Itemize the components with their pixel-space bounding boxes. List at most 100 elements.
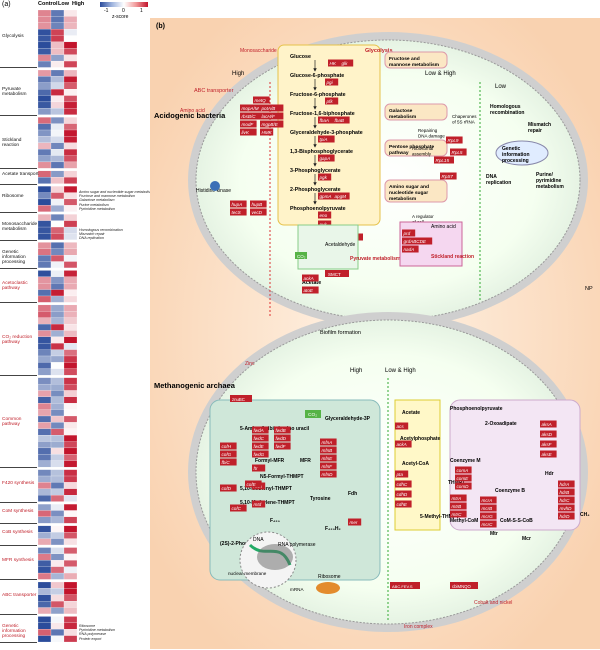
- heatmap-cell: [38, 422, 52, 429]
- heatmap-cell: [38, 261, 52, 269]
- heatmap-cell: [63, 390, 78, 397]
- heatmap-cell: [63, 108, 78, 115]
- heatmap-cell: [38, 504, 52, 511]
- heatmap-cell: [63, 220, 78, 228]
- methanogen-gene: cofG: [222, 452, 232, 457]
- heatmap-cell: [38, 415, 52, 423]
- side-pathway-label: mannose metabolism: [389, 62, 440, 68]
- color-bar: [100, 2, 148, 7]
- ribosome-note: DNA damage: [418, 134, 445, 139]
- heatmap-cell: [50, 136, 65, 143]
- methanogen-gene-badge: [480, 512, 497, 520]
- methanogen-gene: fwdB: [276, 428, 286, 433]
- heatmap-cell: [38, 635, 52, 643]
- heatmap-cell: [50, 226, 65, 234]
- heatmap-cell: [50, 495, 65, 502]
- methanogen-metabolite: Coenzyme M: [450, 458, 481, 464]
- genetic-label: repair: [528, 128, 542, 134]
- heatmap-cell: [63, 48, 78, 55]
- heatmap-cell: [50, 349, 65, 357]
- heatmap-cell: [38, 129, 52, 137]
- heatmap-cell: [50, 149, 65, 156]
- heatmap-cell: [50, 214, 65, 221]
- heatmap-cell: [50, 54, 65, 62]
- heatmap-cell: [38, 516, 52, 524]
- glycolysis-metabolite: Glucose-6-phosphate: [290, 73, 344, 79]
- heatmap-cell: [38, 108, 52, 115]
- section-lowhigh-top: Low & High: [425, 71, 456, 77]
- ribosome-note: Ribosomal: [412, 146, 433, 151]
- heatmap-cell: [50, 41, 65, 49]
- heatmap-cell: [63, 510, 78, 517]
- methanogen-gene: fwdF: [276, 444, 287, 449]
- methanogen-gene-badge: [540, 420, 557, 428]
- heatmap-group-label: Acetoclastic pathway: [2, 281, 28, 292]
- heatmap-cell: [63, 355, 78, 363]
- methanogen-gene: fwdG: [254, 452, 265, 457]
- acka-gene-badge: [302, 274, 319, 282]
- methanogen-gene: aksD: [542, 432, 553, 437]
- heatmap-cell: [63, 129, 78, 137]
- heatmap-cell: [50, 601, 65, 608]
- methanogen-gene: aksA: [542, 422, 552, 427]
- section-high-bottom: High: [350, 368, 362, 374]
- methanogen-gene: hdrA: [560, 482, 570, 487]
- methanogen-gene: aksF: [542, 442, 553, 447]
- methanogen-gene-badge: [320, 438, 337, 446]
- heatmap-cell: [38, 390, 52, 397]
- glyco-enzyme-badge: [318, 173, 332, 181]
- heatmap-cell: [50, 101, 65, 109]
- panel-a-label: (a): [2, 1, 11, 8]
- rib-gene: RpL15: [436, 158, 450, 163]
- heatmap-cell: [63, 330, 78, 337]
- side-pathway-box: [384, 139, 448, 157]
- heatmap-cell: [63, 289, 78, 297]
- methanogen-gene-badge: [455, 466, 472, 474]
- heatmap-cell: [38, 220, 52, 228]
- rib-gene: RpS7: [442, 174, 454, 179]
- heatmap-cell: [38, 289, 52, 297]
- zscore-label: z-score: [112, 14, 129, 20]
- methanogen-gene-badge: [252, 434, 269, 442]
- heatmap-cell: [63, 447, 78, 455]
- heatmap-cell: [63, 276, 78, 284]
- heatmap-cell: [50, 192, 65, 200]
- heatmap-cell: [50, 560, 65, 567]
- heatmap-cell: [38, 435, 52, 442]
- hk-gene-badge: [250, 208, 267, 216]
- heatmap-row-label: Amino sugar and nucleotide sugar metabol…: [79, 190, 153, 194]
- heatmap-cell: [38, 76, 52, 83]
- heatmap-cell: [63, 101, 78, 109]
- cbi-text: cbiMNQO: [452, 584, 472, 589]
- heatmap-cell: [38, 396, 52, 404]
- heatmap-cell: [38, 330, 52, 337]
- heatmap-cell: [38, 441, 52, 449]
- heatmap-cell: [63, 469, 78, 477]
- heatmap-cell: [38, 560, 52, 567]
- heatmap-cell: [63, 82, 78, 90]
- heatmap-cell: [63, 10, 78, 17]
- heatmap-cell: [38, 538, 52, 546]
- heatmap-group-divider: [0, 211, 37, 213]
- abc-gene: mgpB/E: [262, 122, 279, 127]
- methanogen-metabolite: Methyl-CoM: [450, 518, 478, 524]
- iron-gene-text: ABC.FEV.S: [392, 584, 413, 589]
- heatmap-cell: [50, 161, 65, 169]
- heatmap-cell: [50, 482, 65, 489]
- heatmap-cell: [50, 304, 65, 312]
- heatmap-cell: [50, 460, 65, 468]
- pyruvate-metab-label: Pyruvate metabolism: [350, 256, 401, 262]
- heatmap-cell: [50, 170, 65, 178]
- glyco-enzyme-badge: [318, 220, 332, 228]
- methanogen-gene-badge: [540, 450, 557, 458]
- heatmap-cell: [38, 495, 52, 502]
- heatmap-cell: [38, 304, 52, 312]
- methanogen-gene-badge: [558, 480, 575, 488]
- heatmap-cell: [63, 588, 78, 595]
- glyco-enzyme-badge: [325, 78, 339, 86]
- genetic-label: information: [502, 152, 530, 158]
- side-pathway-label: metabolism: [389, 196, 417, 202]
- heatmap-cell: [63, 161, 78, 169]
- heatmap-cell: [38, 295, 52, 303]
- heatmap-cell: [38, 525, 52, 533]
